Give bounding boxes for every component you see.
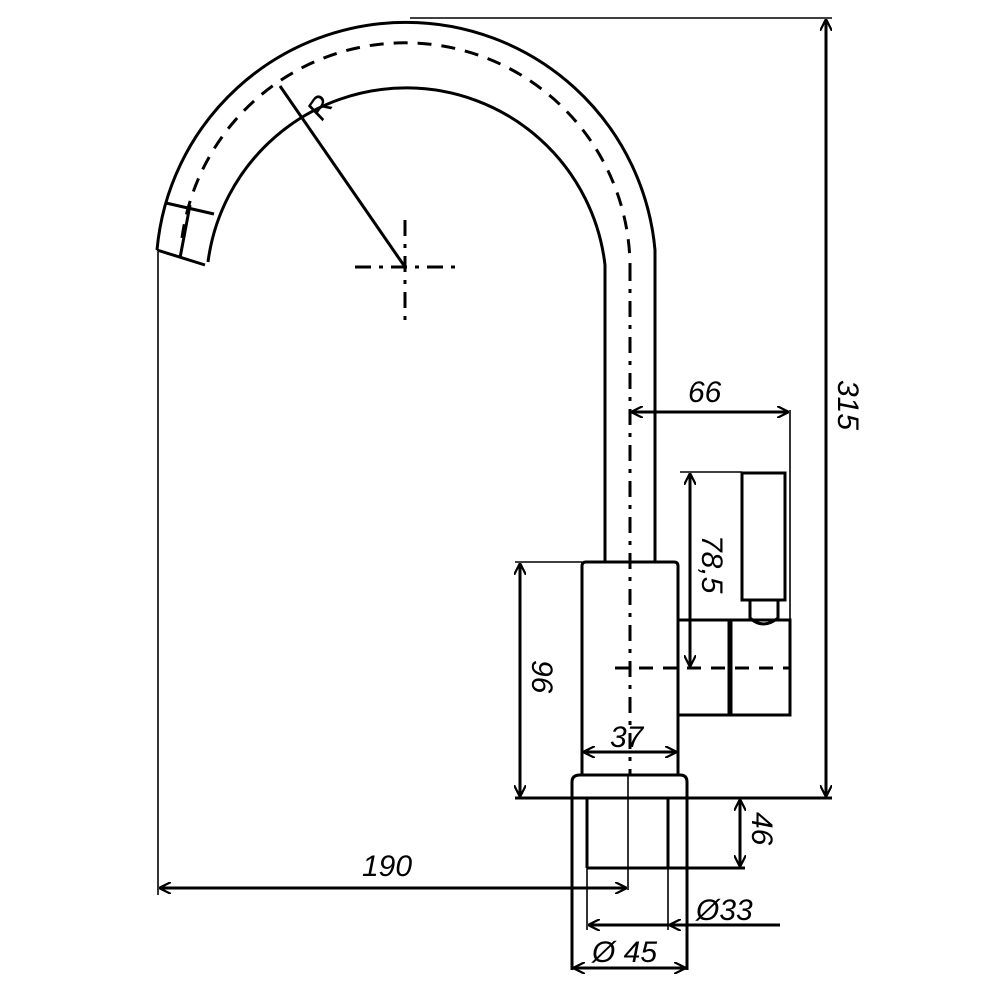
dim-dia-45: Ø 45 (591, 936, 657, 969)
spout (155, 20, 657, 775)
dim-315: 315 (831, 380, 864, 430)
handle (615, 471, 792, 717)
dim-66: 66 (688, 376, 722, 409)
dim-78-5: 78,5 (695, 535, 728, 594)
mounting-nut (515, 773, 832, 970)
radius-indicator: R (278, 85, 455, 320)
dimensions: 315 66 78,5 96 37 46 190 Ø33 Ø 45 (157, 17, 864, 969)
dim-37: 37 (610, 721, 645, 754)
dim-190: 190 (362, 850, 412, 883)
faucet-body (515, 560, 680, 775)
dim-46: 46 (745, 812, 778, 846)
dim-96: 96 (525, 660, 558, 694)
dim-dia-33: Ø33 (695, 894, 753, 927)
radius-label: R (301, 89, 340, 126)
